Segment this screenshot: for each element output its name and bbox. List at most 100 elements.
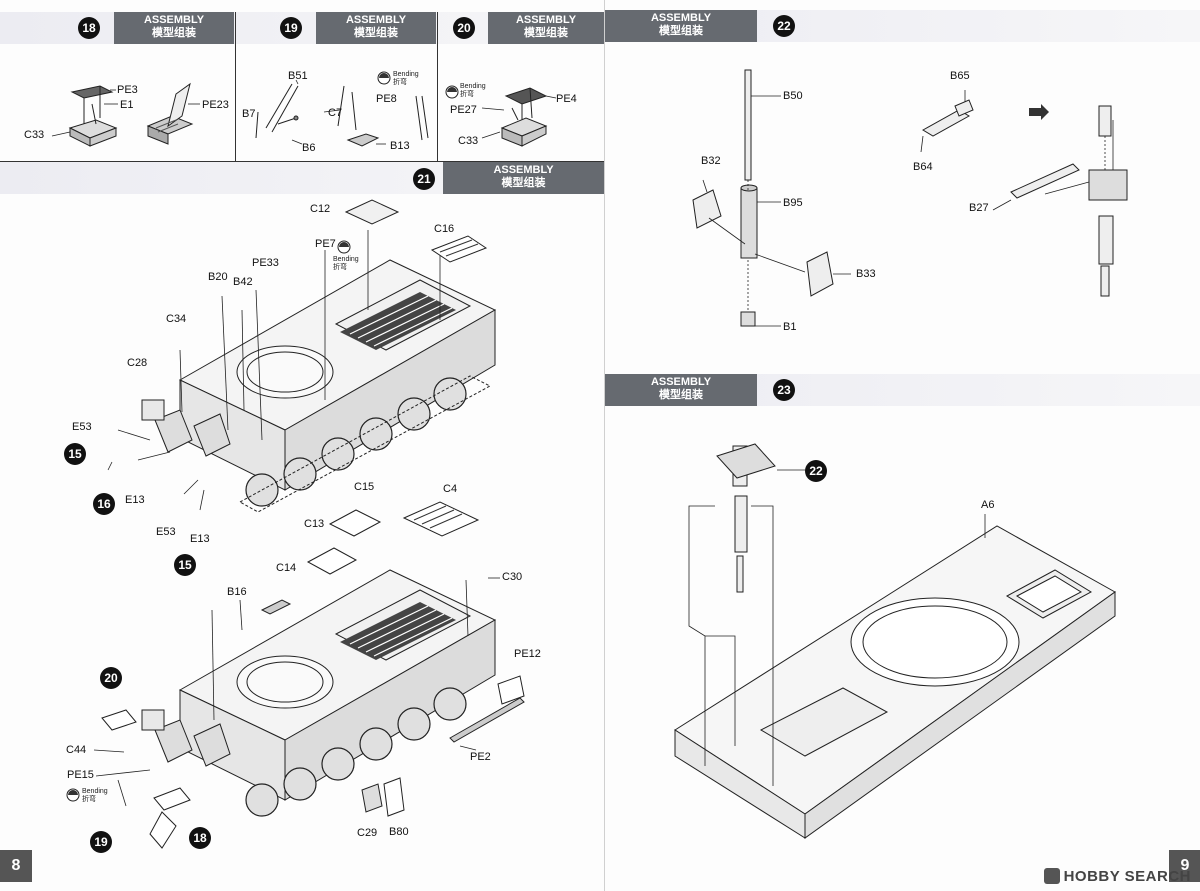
step-21-part-c16: C16 (434, 223, 455, 235)
step-21-part-b80: B80 (389, 826, 409, 838)
step-23-assembly-tag: ASSEMBLY 模型组装 (605, 374, 757, 406)
step-22-number: 22 (773, 15, 795, 37)
step-19-number: 19 (280, 17, 302, 39)
step-22-part-b32: B32 (701, 155, 721, 167)
step-18-diagram (51, 82, 200, 147)
step-21-lower-bending-cn: 折弯 (82, 796, 96, 803)
step-19-part-b6: B6 (302, 142, 316, 154)
step-21-lower-bending-en: Bending (82, 788, 108, 795)
step-21-part-c29: C29 (357, 827, 378, 839)
step-21-part-pe2: PE2 (470, 751, 491, 763)
step-19-assembly-tag: ASSEMBLY 模型组装 (316, 12, 436, 44)
step-21-lower-hull-diagram (93, 501, 525, 849)
step-18-part-pe3: PE3 (117, 84, 138, 96)
instruction-page-8: ASSEMBLY 模型组装 18 ASSEMBLY 模型组装 19 ASSEMB… (0, 12, 604, 882)
step-21-assembly-tag: ASSEMBLY 模型组装 (443, 162, 604, 194)
step-21-lower-bending-icon (66, 788, 80, 802)
step-18-assembly-tag: ASSEMBLY 模型组装 (114, 12, 234, 44)
step-21-upper-hull-diagram (107, 199, 497, 513)
step-22-assembly-tag: ASSEMBLY 模型组装 (605, 10, 757, 42)
page-number-right: 9 (1169, 850, 1200, 882)
step-22-part-b65: B65 (950, 70, 970, 82)
step-23-diagram (674, 443, 1116, 839)
step-22-part-b50: B50 (783, 90, 803, 102)
step-21-part-e53-a: E53 (72, 421, 92, 433)
step-21-part-pe7: PE7 (315, 238, 336, 250)
step-18-number: 18 (78, 17, 100, 39)
step-22-part-b95: B95 (783, 197, 803, 209)
step-19-part-b7: B7 (242, 108, 256, 120)
instruction-page-9: ASSEMBLY 模型组装 22 (604, 0, 1200, 891)
step-20-number: 20 (453, 17, 475, 39)
step-22-diagram (692, 69, 1128, 327)
step-21-part-c28: C28 (127, 357, 148, 369)
step-21-number: 21 (413, 168, 435, 190)
step-20-part-pe4: PE4 (556, 93, 577, 105)
step-19-part-b13: B13 (390, 140, 410, 152)
step-21-part-c34: C34 (166, 313, 187, 325)
step-19-part-c7: C7 (328, 107, 343, 119)
step-20-part-pe27: PE27 (450, 104, 477, 116)
step-21-bending-icon (337, 240, 351, 254)
step-20-part-c33: C33 (458, 135, 479, 147)
step-21-title-en: ASSEMBLY (493, 164, 554, 176)
step-21-part-pe12: PE12 (514, 648, 541, 660)
watermark: HOBBY SEARCH (1043, 868, 1191, 885)
step-19-20-divider (437, 12, 438, 162)
step-19-bending-note: Bending 折弯 (393, 71, 419, 87)
step-21-bending-cn: 折弯 (333, 264, 347, 271)
step-21-part-c44: C44 (66, 744, 87, 756)
step-19-title-cn: 模型组装 (354, 27, 398, 39)
step-19-bending-cn: 折弯 (393, 79, 407, 86)
step-21-part-c4: C4 (443, 483, 458, 495)
step-21-lower-bending-note: Bending 折弯 (82, 788, 108, 804)
step-19-part-b51: B51 (288, 70, 308, 82)
step-22-title-cn: 模型组装 (659, 25, 703, 37)
step-18-title-cn: 模型组装 (152, 27, 196, 39)
step-21-ref-18: 18 (189, 827, 211, 849)
step-22-part-b64: B64 (913, 161, 933, 173)
step-21-ref-16: 16 (93, 493, 115, 515)
step-19-diagram (255, 71, 429, 147)
step-20-bending-cn: 折弯 (460, 91, 474, 98)
step-18-title-en: ASSEMBLY (143, 14, 205, 26)
step-19-title-en: ASSEMBLY (345, 14, 407, 26)
step-22-part-b1: B1 (783, 321, 797, 333)
step-21-part-pe33: PE33 (252, 257, 279, 269)
step-21-title-cn: 模型组装 (501, 177, 546, 189)
step-20-diagram (445, 85, 557, 147)
step-19-bending-en: Bending (393, 71, 419, 78)
step-21-part-c14: C14 (276, 562, 297, 574)
step-23-title-en: ASSEMBLY (650, 376, 712, 388)
step-22-title-en: ASSEMBLY (650, 12, 712, 24)
step-21-part-b16: B16 (227, 586, 247, 598)
step-22-part-b27: B27 (969, 202, 989, 214)
step-18-part-c33: C33 (24, 129, 45, 141)
step-18-19-divider (235, 12, 236, 162)
step-21-part-c12: C12 (310, 203, 331, 215)
step-21-bending-en: Bending (333, 256, 359, 263)
step-21-ref-15-b: 15 (174, 554, 196, 576)
top-row-divider (0, 161, 604, 162)
step-21-part-c15: C15 (354, 481, 375, 493)
step-21-part-e53-b: E53 (156, 526, 176, 538)
page-number-left: 8 (0, 850, 32, 882)
step-21-bending-note: Bending 折弯 (333, 256, 359, 272)
step-23-ref-22: 22 (805, 460, 827, 482)
step-21-ref-15-a: 15 (64, 443, 86, 465)
step-20-bending-note: Bending 折弯 (460, 83, 486, 99)
step-20-title-cn: 模型组装 (524, 27, 568, 39)
step-21-ref-19: 19 (90, 831, 112, 853)
hobby-search-logo-icon (1043, 868, 1060, 884)
step-21-part-e13-a: E13 (125, 494, 145, 506)
step-21-part-e13-b: E13 (190, 533, 210, 545)
step-21-part-pe15: PE15 (67, 769, 94, 781)
step-23-title-cn: 模型组装 (659, 389, 703, 401)
step-21-part-c30: C30 (502, 571, 523, 583)
step-18-part-e1: E1 (120, 99, 134, 111)
step-21-ref-20: 20 (100, 667, 122, 689)
step-19-part-pe8: PE8 (376, 93, 397, 105)
step-21-part-b42: B42 (233, 276, 253, 288)
step-20-title-en: ASSEMBLY (515, 14, 577, 26)
step-20-bending-en: Bending (460, 83, 486, 90)
